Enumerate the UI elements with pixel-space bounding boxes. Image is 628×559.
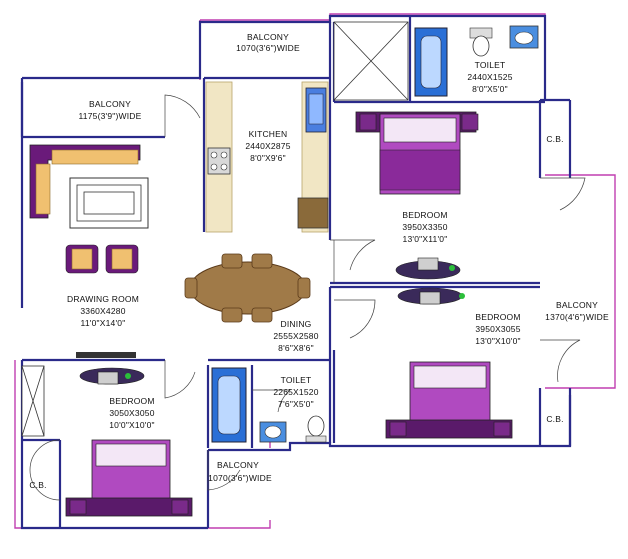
drawing-imperial: 11'0"X14'0" bbox=[81, 318, 126, 328]
balcony-top-dims: 1070(3'6")WIDE bbox=[236, 43, 300, 53]
toilet-top-name: TOILET bbox=[475, 60, 506, 70]
room-labels: BALCONY 1070(3'6")WIDE BALCONY 1175(3'9"… bbox=[29, 32, 609, 490]
walls bbox=[20, 14, 572, 530]
desk-top bbox=[395, 257, 461, 280]
desk-bottom bbox=[79, 367, 145, 385]
tv-unit bbox=[76, 352, 136, 358]
balcony-left-name: BALCONY bbox=[89, 99, 131, 109]
toilet-top-metric: 2440X1525 bbox=[467, 72, 512, 82]
balcony-bottom-name: BALCONY bbox=[217, 460, 259, 470]
kitchen-name: KITCHEN bbox=[249, 129, 288, 139]
bedroom-top-metric: 3950X3350 bbox=[402, 222, 447, 232]
toilet-bottom-fixtures bbox=[211, 367, 327, 443]
toilet-bottom-imperial: 7'6"X5'0" bbox=[278, 399, 314, 409]
balcony-bottom-dims: 1070(3'6")WIDE bbox=[208, 473, 272, 483]
kitchen-imperial: 8'0"X9'6" bbox=[250, 153, 286, 163]
toilet-top-imperial: 8'0"X5'0" bbox=[472, 84, 508, 94]
desk-right bbox=[397, 287, 465, 305]
shaft-box bbox=[333, 21, 409, 101]
cb-top-right: C.B. bbox=[546, 134, 563, 144]
kitchen-metric: 2440X2875 bbox=[245, 141, 290, 151]
bed-right bbox=[385, 361, 513, 439]
bedroom-right-imperial: 13'0"X10'0" bbox=[475, 336, 521, 346]
bedroom-bottom-metric: 3050X3050 bbox=[109, 408, 154, 418]
cb-bottom-right: C.B. bbox=[546, 414, 563, 424]
bed-bottom bbox=[65, 439, 193, 517]
bedroom-bottom-name: BEDROOM bbox=[109, 396, 154, 406]
kitchen-counter bbox=[205, 81, 329, 233]
shaft-box-left bbox=[21, 365, 45, 437]
bedroom-right-name: BEDROOM bbox=[475, 312, 520, 322]
bedroom-top-imperial: 13'0"X11'0" bbox=[403, 234, 448, 244]
dining-name: DINING bbox=[281, 319, 312, 329]
drawing-metric: 3360X4280 bbox=[80, 306, 125, 316]
dining-metric: 2555X2580 bbox=[273, 331, 318, 341]
drawing-name: DRAWING ROOM bbox=[67, 294, 139, 304]
dining-imperial: 8'6"X8'6" bbox=[278, 343, 314, 353]
toilet-bottom-name: TOILET bbox=[281, 375, 312, 385]
balcony-top-name: BALCONY bbox=[247, 32, 289, 42]
bedroom-bottom-imperial: 10'0"X10'0" bbox=[109, 420, 155, 430]
dining-table bbox=[184, 253, 311, 323]
balcony-left-dims: 1175(3'9")WIDE bbox=[78, 111, 141, 121]
balcony-right-dims: 1370(4'6")WIDE bbox=[545, 312, 609, 322]
balcony-right-name: BALCONY bbox=[556, 300, 598, 310]
toilet-bottom-metric: 2265X1520 bbox=[273, 387, 318, 397]
sofa-set bbox=[29, 144, 149, 274]
bed-top bbox=[355, 111, 479, 195]
toilet-top-fixtures bbox=[414, 25, 539, 97]
bedroom-right-metric: 3950X3055 bbox=[475, 324, 520, 334]
cb-bottom-left: C.B. bbox=[29, 480, 46, 490]
doors bbox=[29, 94, 586, 501]
bedroom-top-name: BEDROOM bbox=[402, 210, 447, 220]
